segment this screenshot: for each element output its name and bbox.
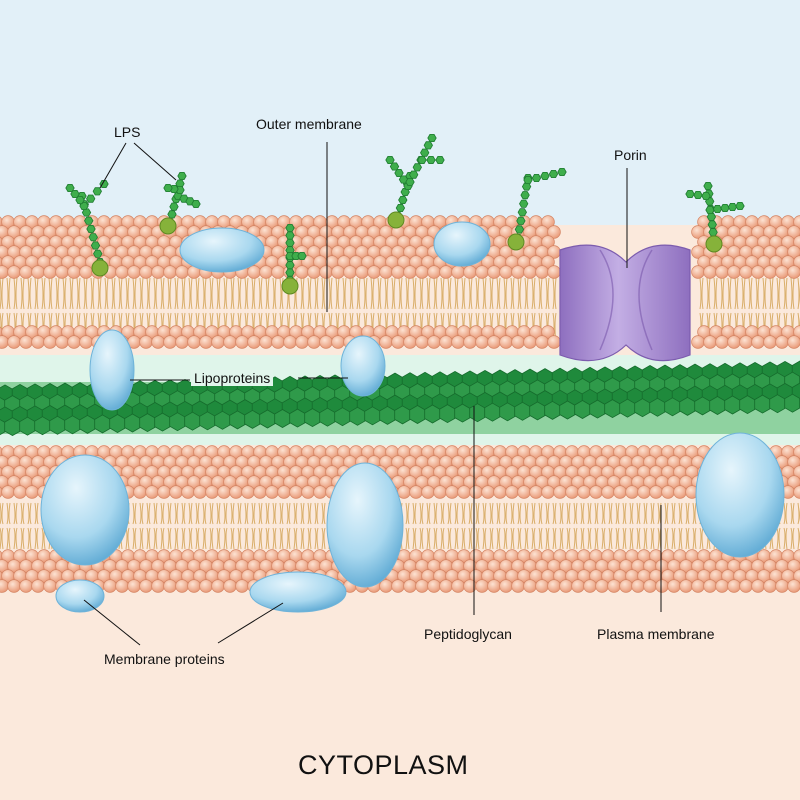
plasma-membrane-protein xyxy=(249,571,347,613)
leader-line-lps xyxy=(99,142,127,189)
outer-membrane-protein xyxy=(179,227,265,273)
label-lps: LPS xyxy=(114,124,141,140)
lipoprotein xyxy=(340,335,386,397)
plasma-membrane-protein xyxy=(40,454,130,613)
label-peptidoglycan: Peptidoglycan xyxy=(424,626,512,642)
leader-lines xyxy=(83,142,662,646)
lipoprotein xyxy=(89,329,135,411)
plasma-membrane-protein xyxy=(695,432,785,558)
porin-protein xyxy=(559,244,691,362)
leader-line-membrane-proteins xyxy=(217,602,284,644)
cytoplasm-region xyxy=(0,570,800,800)
label-cytoplasm: CYTOPLASM xyxy=(298,750,469,780)
leader-line-lps xyxy=(133,142,177,181)
outer-membrane-protein xyxy=(433,221,491,267)
label-membrane-proteins: Membrane proteins xyxy=(104,651,225,667)
peptidoglycan-layer xyxy=(0,360,800,437)
lps-molecules xyxy=(65,133,745,295)
label-outer-membrane: Outer membrane xyxy=(256,116,362,132)
label-porin: Porin xyxy=(614,147,647,163)
extracellular-region xyxy=(0,0,800,225)
label-lipoproteins: Lipoproteins xyxy=(191,370,274,386)
label-plasma-membrane: Plasma membrane xyxy=(597,626,715,642)
leader-line-membrane-proteins xyxy=(83,599,141,646)
plasma-membrane-protein xyxy=(326,462,404,588)
plasma-membrane-bilayer xyxy=(0,445,800,593)
